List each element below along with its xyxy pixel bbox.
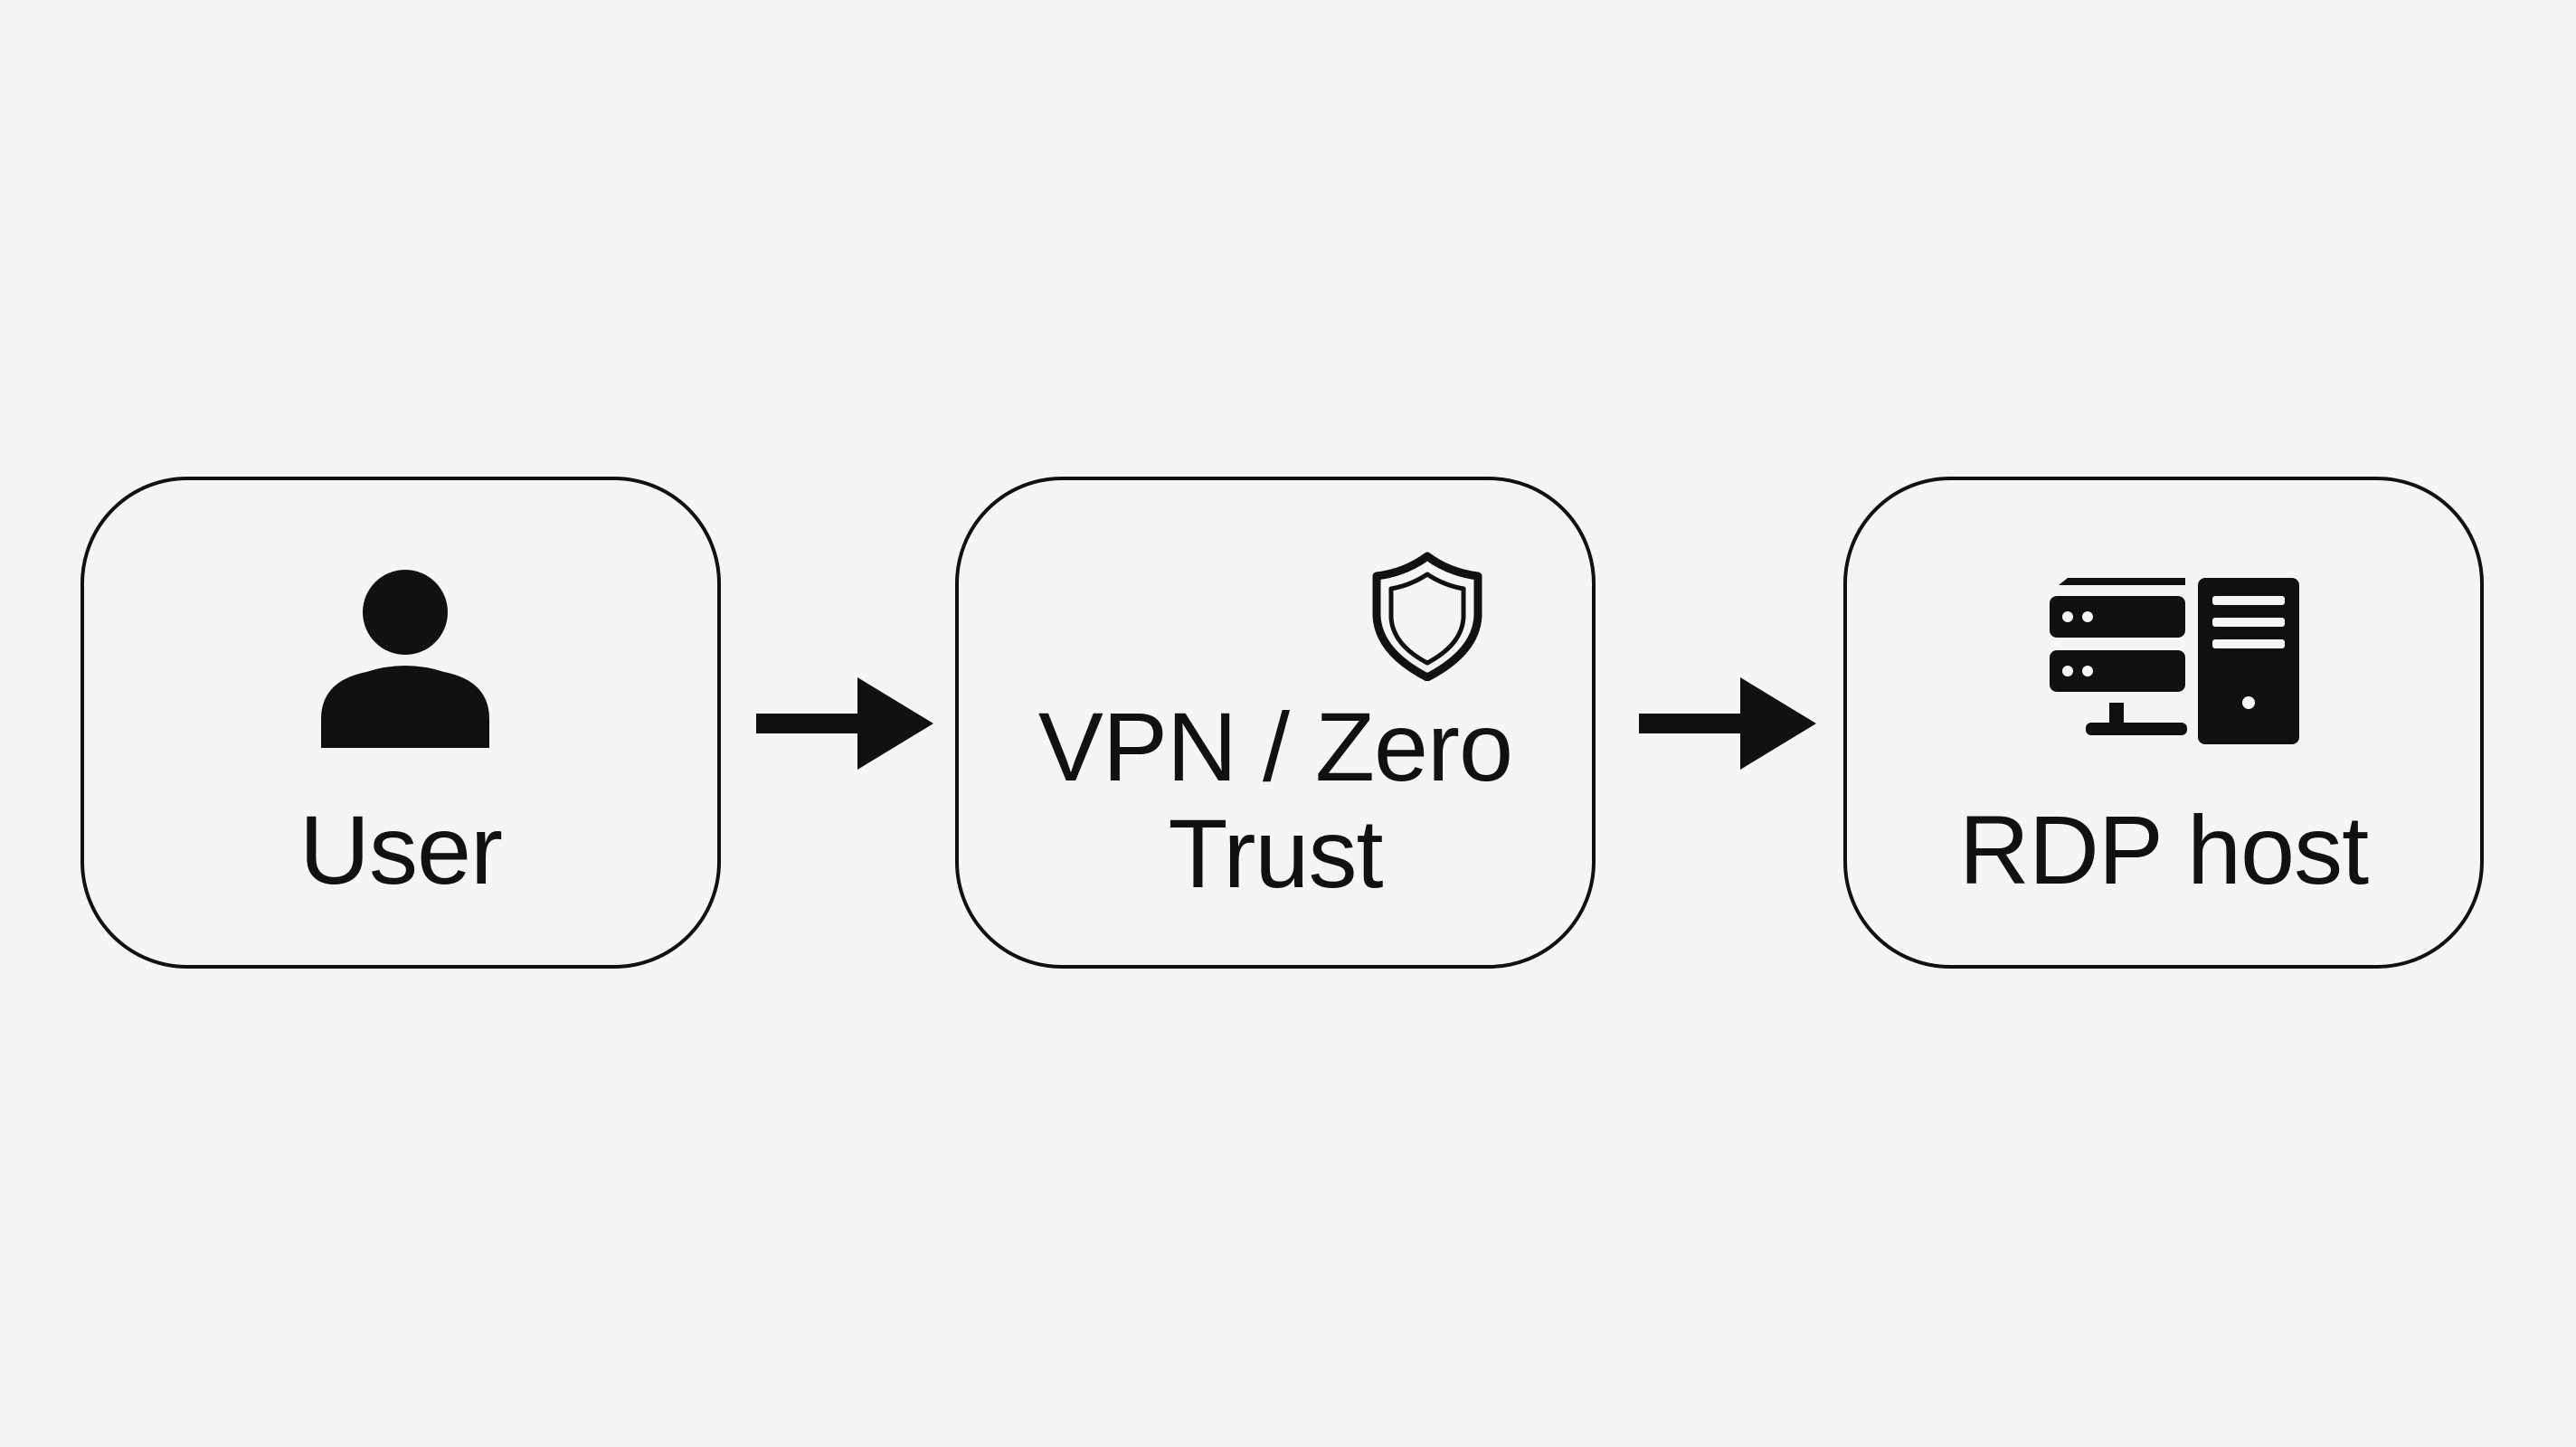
node-user-label: User <box>298 795 503 904</box>
node-vpn-label-line2: Trust <box>1168 799 1384 908</box>
node-rdp-host: RDP host <box>1843 477 2484 969</box>
node-user: User <box>80 477 721 969</box>
node-vpn-zero-trust: VPN / Zero Trust <box>955 477 1596 969</box>
arrow-user-to-vpn <box>756 677 933 770</box>
user-icon <box>321 570 489 748</box>
node-rdp-label: RDP host <box>1958 795 2369 904</box>
node-vpn-label-line1: VPN / Zero <box>1037 692 1513 801</box>
shield-icon <box>1372 552 1482 681</box>
arrow-vpn-to-rdp <box>1639 677 1816 770</box>
server-icon <box>2050 578 2299 744</box>
